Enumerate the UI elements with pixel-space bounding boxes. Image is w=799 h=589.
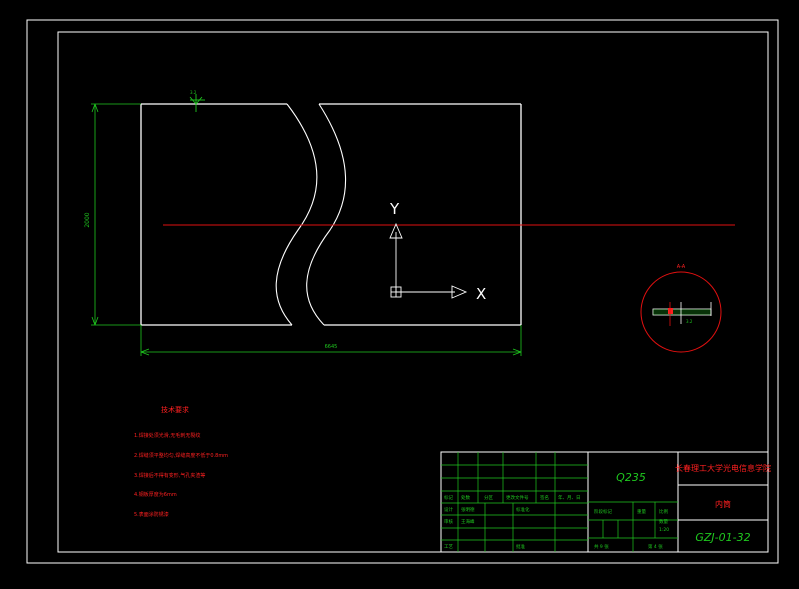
header-cell-2: 处数 xyxy=(461,494,470,501)
break-line-left xyxy=(275,103,318,326)
row-check-label: 审核 xyxy=(444,518,453,525)
stage-label: 阶段标记 xyxy=(594,508,612,515)
header-cell-1: 标记 xyxy=(444,494,453,501)
quantity-label: 数量 xyxy=(659,518,668,525)
dimension-height-text: 2000 xyxy=(84,212,91,227)
roughness-symbol: 3.2 xyxy=(189,90,205,112)
weight-label: 重量 xyxy=(637,508,646,515)
scale-value: 1:20 xyxy=(659,527,669,533)
header-cell-6: 年、月、日 xyxy=(558,494,581,501)
inner-frame xyxy=(57,31,769,553)
notes-title: 技术要求 xyxy=(161,405,189,414)
technical-notes: 技术要求 1.焊接处须光滑,无毛刺无裂纹 2.焊缝须平整均匀,焊缝高度不低于0.… xyxy=(134,405,228,518)
note-item-1: 1.焊接处须光滑,无毛刺无裂纹 xyxy=(134,432,200,439)
header-cell-3: 分区 xyxy=(484,494,493,501)
institution-text: 长春理工大学光电信息学院 xyxy=(675,463,771,473)
note-item-3: 3.焊接后不得有变形,气孔夹渣等 xyxy=(134,472,205,479)
ucs-y-label: Y xyxy=(389,200,400,218)
sheet-current: 第 4 张 xyxy=(648,543,663,550)
drawing-number-text: GZJ-01-32 xyxy=(695,531,750,544)
dimension-length-text: 6645 xyxy=(325,344,338,350)
dimension-length: 6645 xyxy=(140,325,522,356)
row-designer-label: 设计 xyxy=(444,506,453,513)
outer-frame xyxy=(26,19,779,564)
signer-name: 张明德 xyxy=(461,506,475,513)
reviewer-name: 王海峰 xyxy=(461,518,475,525)
note-item-4: 4.钢板厚度为6mm xyxy=(134,491,177,498)
note-item-5: 5.表面涂防锈漆 xyxy=(134,511,169,518)
section-label: A-A xyxy=(677,264,686,270)
roughness-text: 3.2 xyxy=(190,90,197,95)
header-cell-4: 更改文件号 xyxy=(506,494,529,501)
section-code: 3.2 xyxy=(686,319,693,324)
part-name-text: 内筒 xyxy=(715,499,731,509)
break-line-right xyxy=(306,103,347,326)
row-approve-label: 批准 xyxy=(516,543,525,550)
row-std-label: 标准化 xyxy=(516,506,530,513)
material-text: Q235 xyxy=(616,471,646,484)
dimension-height: 2000 xyxy=(84,103,141,326)
section-view: A-A 3.2 xyxy=(640,264,722,353)
sheet-total: 共 9 张 xyxy=(594,543,609,550)
part-outline xyxy=(140,103,522,326)
header-cell-5: 签名 xyxy=(540,494,549,501)
title-block: Q235 长春理工大学光电信息学院 内筒 GZJ-01-32 阶段标记 重量 比… xyxy=(440,451,771,553)
ucs-icon: Y X xyxy=(389,200,486,303)
scale-label: 比例 xyxy=(659,508,668,515)
row-process-label: 工艺 xyxy=(444,544,453,550)
ucs-x-label: X xyxy=(476,285,486,303)
note-item-2: 2.焊缝须平整均匀,焊缝高度不低于0.8mm xyxy=(134,452,228,459)
